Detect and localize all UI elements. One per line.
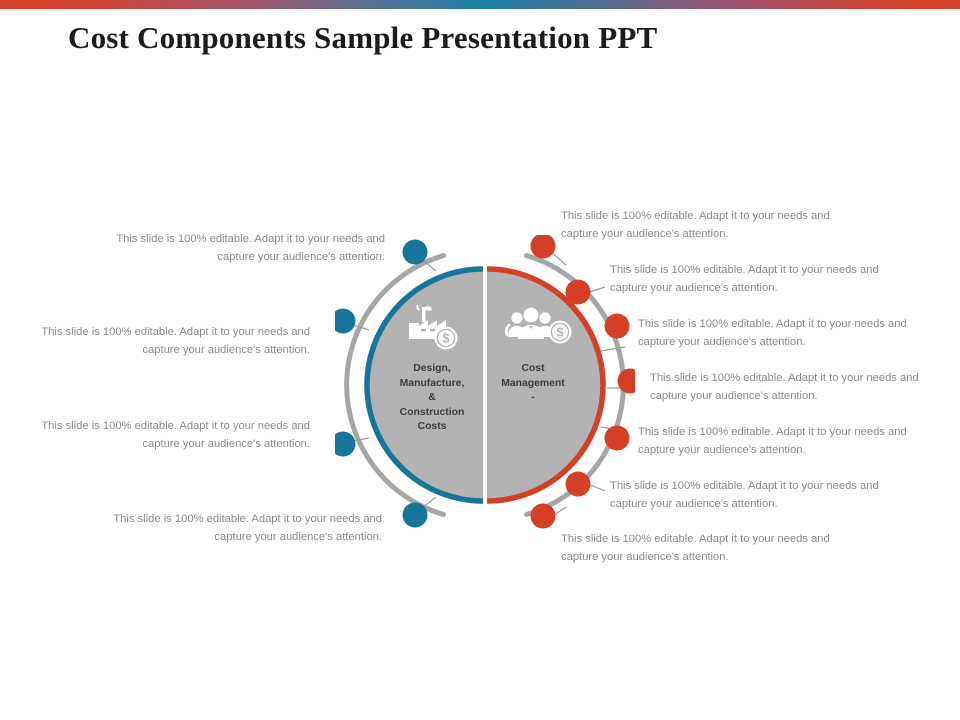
- cost-components-diagram: $ $: [335, 235, 635, 535]
- callout-text-right-2: This slide is 100% editable. Adapt it to…: [610, 264, 879, 294]
- callout-text-left-1: This slide is 100% editable. Adapt it to…: [116, 233, 385, 263]
- step-dot-right-2[interactable]: [565, 279, 591, 305]
- core-label-right-line-2: Management: [501, 377, 565, 389]
- step-dot-right-7[interactable]: [530, 503, 556, 529]
- left-step-dots: [335, 239, 428, 528]
- left-half-rim-blue: [364, 266, 484, 504]
- factory-dollar-icon: $: [409, 304, 458, 350]
- step-dot-right-6[interactable]: [565, 471, 591, 497]
- step-dot-right-1[interactable]: [530, 235, 556, 259]
- right-step-dots: [530, 235, 636, 529]
- right-half-rim-red: [486, 266, 606, 504]
- core-label-left-line-1: Design,: [413, 363, 451, 374]
- step-dot-right-3[interactable]: [604, 313, 630, 339]
- core-halves: [369, 269, 601, 501]
- step-dot-left-3[interactable]: [335, 431, 356, 457]
- step-dot-left-2[interactable]: [335, 308, 356, 334]
- callout-text-right-7: This slide is 100% editable. Adapt it to…: [561, 533, 830, 563]
- step-dot-right-4[interactable]: [617, 368, 636, 394]
- step-dot-right-5[interactable]: [604, 425, 630, 451]
- core-rim-arcs: [364, 266, 606, 504]
- callout-text-left-3: This slide is 100% editable. Adapt it to…: [41, 420, 310, 450]
- core-label-left-line-2: Manufacture,: [399, 377, 465, 389]
- callout-text-right-1: This slide is 100% editable. Adapt it to…: [561, 210, 830, 240]
- svg-text:$: $: [557, 326, 564, 340]
- step-dot-left-4[interactable]: [402, 502, 428, 528]
- callout-text-right-3: This slide is 100% editable. Adapt it to…: [638, 318, 907, 348]
- core-label-left-line-4: Construction: [399, 406, 465, 418]
- page-title: Cost Components Sample Presentation PPT: [68, 20, 658, 55]
- callout-text-right-6: This slide is 100% editable. Adapt it to…: [610, 480, 879, 510]
- core-label-right-line-3: -: [531, 392, 535, 404]
- callout-text-right-5: This slide is 100% editable. Adapt it to…: [638, 426, 907, 456]
- core-label-left: Design, Manufacture, & Construction Cost…: [386, 362, 478, 435]
- callout-text-left-2: This slide is 100% editable. Adapt it to…: [41, 326, 310, 356]
- core-label-left-line-5: Costs: [417, 421, 447, 433]
- step-dot-left-1[interactable]: [402, 239, 428, 265]
- center-divider: [483, 267, 487, 503]
- people-dollar-icon: $: [505, 307, 572, 344]
- core-label-right: Cost Management -: [487, 362, 579, 406]
- callout-text-right-4: This slide is 100% editable. Adapt it to…: [650, 372, 919, 402]
- core-label-right-line-1: Cost: [521, 363, 545, 374]
- core-label-left-line-3: &: [428, 392, 436, 404]
- decorative-gradient-bar: [0, 0, 960, 9]
- core-half-left: [369, 269, 483, 501]
- svg-text:$: $: [443, 332, 450, 346]
- callout-text-left-4: This slide is 100% editable. Adapt it to…: [113, 513, 382, 543]
